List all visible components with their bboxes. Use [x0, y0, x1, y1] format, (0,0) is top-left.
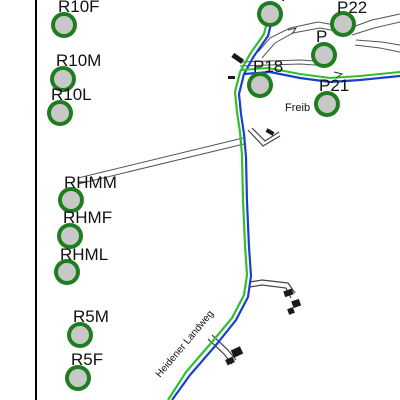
marker-label: R5M [73, 307, 109, 326]
marker-label: P18 [253, 57, 283, 76]
marker-label: R10M [56, 51, 101, 70]
direction-arrows [287, 27, 344, 79]
marker-rhml[interactable]: RHML [54, 245, 108, 285]
marker-p-top[interactable]: P [257, 0, 292, 27]
route-green-east [240, 66, 400, 80]
marker-r5f[interactable]: R5F [65, 350, 103, 391]
road-name-label: Heidener Landweg [154, 309, 216, 380]
buildings [225, 52, 302, 366]
side-road-west [77, 137, 245, 185]
route-green [167, 17, 270, 400]
marker-label: R5F [71, 350, 103, 369]
marker-label: P21 [319, 76, 349, 95]
road-stubs [207, 127, 296, 365]
marker-rhmm[interactable]: RHMM [58, 173, 117, 213]
marker-label: RHMF [63, 208, 112, 227]
marker-r10m[interactable]: R10M [50, 51, 101, 92]
marker-label: P [316, 27, 327, 46]
marker-p18[interactable]: P18 [247, 57, 283, 98]
marker-label: R10L [51, 85, 92, 104]
marker-p22[interactable]: P22 [330, 0, 367, 37]
marker-label: RHMM [64, 173, 117, 192]
route-blue-east [243, 70, 400, 84]
marker-rhmf[interactable]: RHMF [57, 208, 112, 249]
marker-p21[interactable]: P21 [314, 76, 349, 117]
marker-label: P22 [337, 0, 367, 17]
marker-label: RHML [60, 245, 108, 264]
marker-label: P [281, 0, 292, 5]
marker-p-mid[interactable]: P [311, 27, 337, 68]
place-label: Freib [285, 102, 310, 114]
marker-r10l[interactable]: R10L [47, 85, 92, 126]
route-blue [171, 19, 274, 400]
marker-r10f[interactable]: R10F [51, 0, 100, 38]
marker-label: R10F [58, 0, 100, 16]
marker-r5m[interactable]: R5M [67, 307, 109, 348]
